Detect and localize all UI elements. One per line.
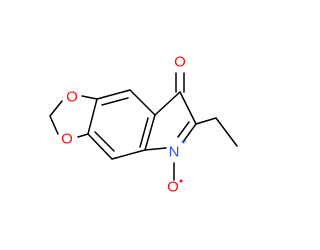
bond-ring-c5-c6-inner [94,131,115,152]
bond-ethyl-1 [195,117,217,125]
atom-label-o-ring-top: O [66,89,78,106]
bond-ring-c3-c4 [144,114,156,151]
bond-ring-c5-c6 [87,133,113,160]
bond-ring-c3-c4-inner [139,117,149,148]
bond-ethyl-2 [215,117,238,147]
bond-alkene-c-n [182,123,197,143]
atom-label-o-minus: O [167,179,179,196]
bond-n-c4 [144,147,167,151]
charge-plus: + [181,137,187,148]
bond-ring-c2-c3 [129,89,156,116]
bond-ring-c4-c5 [111,149,146,160]
bond-ring-c1-c2-inner [101,97,129,106]
atom-label-o-carbonyl: O [174,54,186,71]
bond-ring-c6-c1 [87,98,98,135]
bond-ring-c1-c2 [96,89,131,100]
bond-c3-carbonyl-c [154,91,181,116]
bond-o-top-ch2 [49,100,63,117]
atom-label-nitrogen: N [169,144,180,161]
atom-label-o-ring-bottom: O [61,131,73,148]
structure-canvas: O O O N + O [49,53,238,196]
bond-ch2-o-bottom [49,115,59,135]
molecule-diagram: O O O N + O [49,54,238,196]
bond-alkene-c-n-inner [177,121,190,138]
charge-minus-dot [179,179,183,183]
bond-o-bottom-c6 [77,133,89,138]
bond-carbonyl-c-alkene-c [179,91,197,125]
bond-c1-o-top [81,95,98,100]
